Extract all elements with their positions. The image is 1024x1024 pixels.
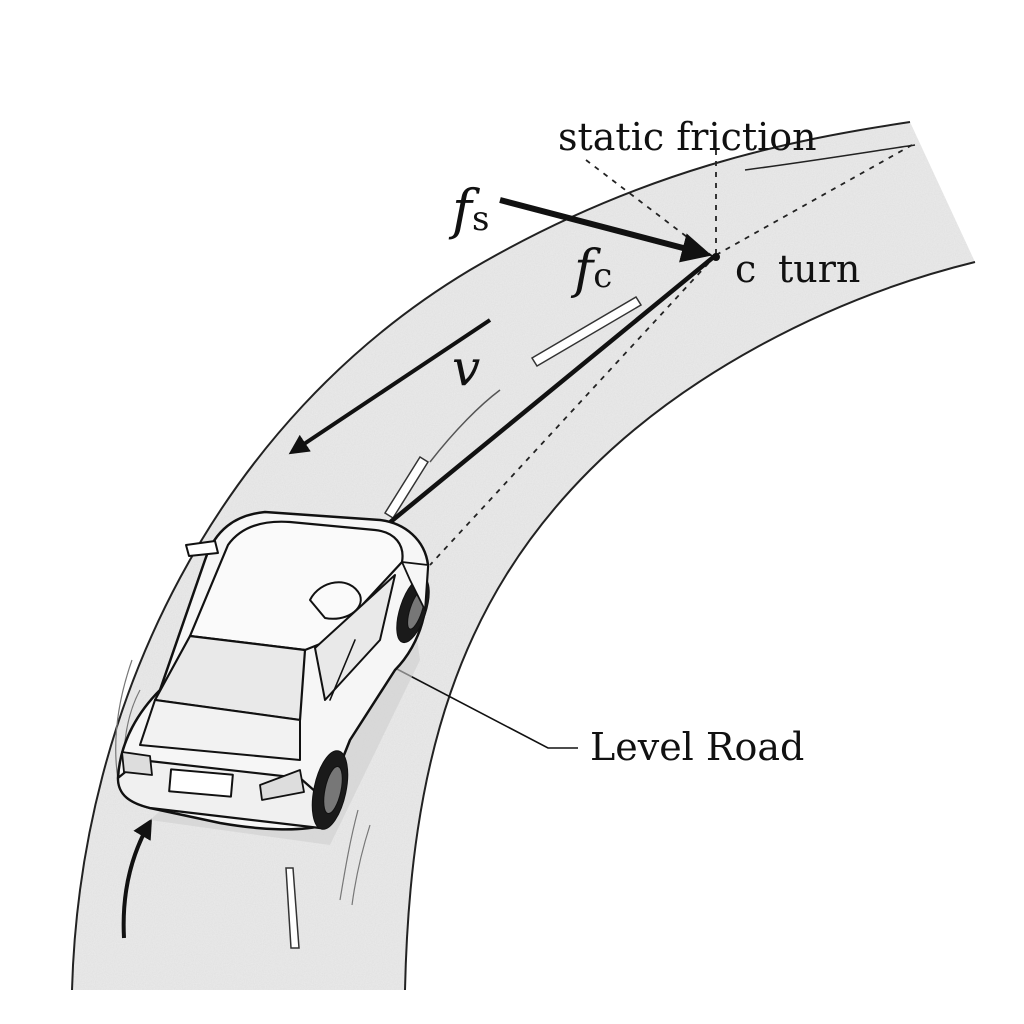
level-road-label: Level Road bbox=[590, 725, 804, 769]
car-door-line bbox=[329, 639, 356, 701]
car-license-plate bbox=[168, 768, 234, 798]
lane-guide-line bbox=[429, 389, 501, 463]
fs-label: fs bbox=[448, 178, 489, 241]
lane-dash-1 bbox=[530, 295, 643, 368]
lane-dash-2 bbox=[383, 455, 430, 520]
car-trunk bbox=[139, 699, 301, 761]
dashed-radial-lower bbox=[429, 254, 717, 566]
road-inner-edge bbox=[404, 261, 976, 991]
car-right-taillight bbox=[259, 769, 305, 801]
fs-subscript: s bbox=[472, 199, 489, 239]
car-steering bbox=[309, 581, 362, 620]
static-friction-label: static friction bbox=[558, 115, 817, 159]
car-left-taillight bbox=[121, 751, 153, 776]
lane-markings bbox=[285, 295, 643, 949]
lane-dash-3 bbox=[285, 867, 300, 949]
velocity-arrow bbox=[288, 318, 492, 455]
car-front-hood bbox=[401, 561, 429, 611]
radius-line-to-center bbox=[336, 253, 718, 567]
center-point bbox=[712, 253, 720, 261]
dashed-radial-upper bbox=[715, 144, 913, 256]
c-turn-c: c bbox=[735, 247, 756, 291]
car-rear-wheel bbox=[311, 750, 349, 830]
road-outer-curve-top bbox=[744, 144, 916, 171]
velocity-label: v bbox=[452, 339, 480, 397]
car-side-window bbox=[314, 574, 396, 701]
c-turn-word: turn bbox=[778, 247, 860, 291]
car bbox=[116, 510, 430, 845]
car-side-mirror bbox=[185, 540, 219, 557]
motion-arrow bbox=[121, 818, 153, 939]
fc-subscript: c bbox=[593, 256, 612, 296]
level-road-leader bbox=[394, 667, 578, 749]
road-outer-edge bbox=[71, 121, 911, 991]
fs-arrow bbox=[499, 197, 712, 263]
